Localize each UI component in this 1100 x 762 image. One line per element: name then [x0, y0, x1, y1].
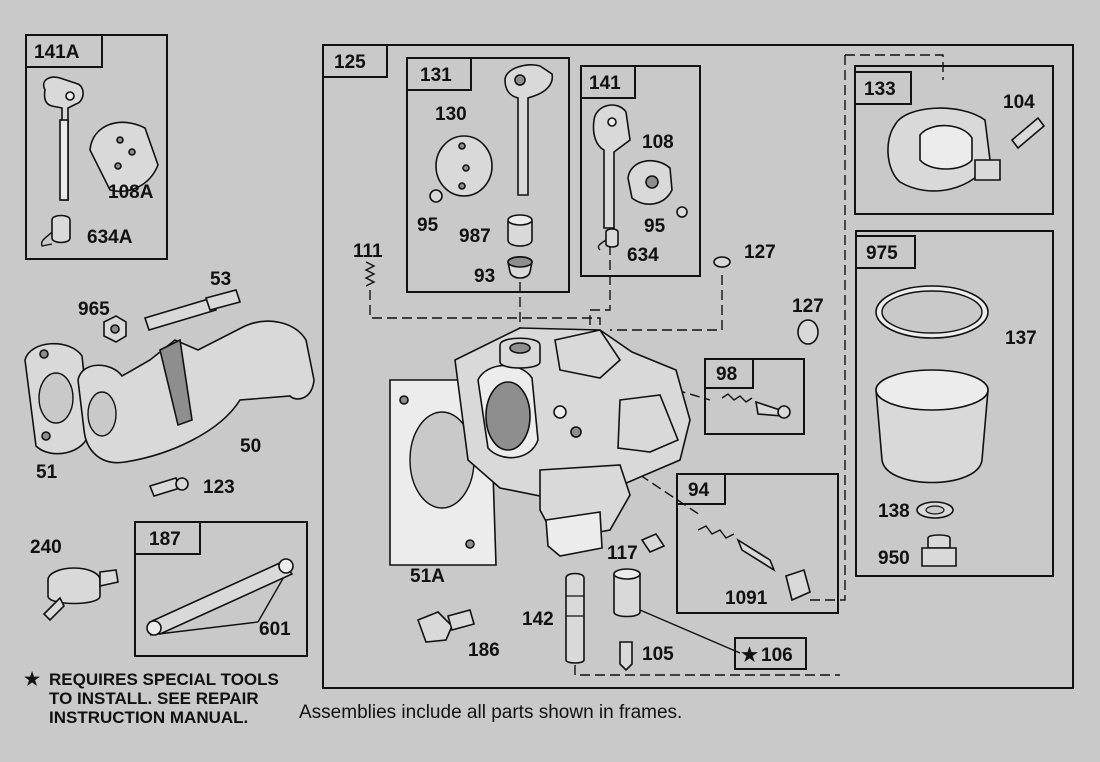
frame-131-label: 131 [420, 65, 452, 86]
label-123: 123 [203, 477, 235, 498]
label-108: 108 [642, 132, 674, 153]
part-108a-throttle-plate [89, 121, 159, 192]
special-tools-line-1: REQUIRES SPECIAL TOOLS [49, 670, 279, 689]
part-987-seal [507, 214, 533, 247]
part-104-pin [1010, 116, 1046, 150]
label-111: 111 [353, 241, 383, 262]
part-131-choke-shaft [504, 64, 554, 196]
frame-133-label: 133 [864, 79, 896, 100]
frame-131: 131 [406, 57, 570, 293]
label-95-b: 95 [644, 216, 666, 237]
label-93: 93 [474, 266, 495, 287]
part-142-nozzle [565, 572, 585, 664]
frame-141a-label: 141A [34, 42, 80, 63]
label-127-a: 127 [744, 242, 776, 263]
frame-125: 125 [322, 44, 1074, 689]
label-950: 950 [878, 548, 910, 569]
star-icon: ★ [24, 669, 41, 689]
frame-98-label: 98 [716, 364, 737, 385]
part-965-nut [103, 315, 127, 343]
part-141a-throttle-shaft [42, 76, 84, 201]
label-965: 965 [78, 299, 110, 320]
part-98-idle-screw [721, 393, 791, 419]
label-601: 601 [259, 619, 291, 640]
frame-975-label: 975 [866, 243, 898, 264]
frame-94: 94 [676, 473, 839, 614]
label-186: 186 [468, 640, 500, 661]
label-117: 117 [607, 543, 638, 564]
label-634a: 634A [87, 227, 133, 248]
part-carburetor-body [454, 327, 691, 557]
part-108-throttle-plate [627, 159, 673, 205]
frame-187: 187 [134, 521, 308, 657]
frame-94-label: 94 [688, 480, 710, 501]
label-105: 105 [642, 644, 674, 665]
label-51a: 51A [410, 566, 445, 587]
special-tools-line-3: INSTRUCTION MANUAL. [49, 708, 249, 727]
label-142: 142 [522, 609, 554, 630]
part-137-gasket [875, 285, 989, 339]
part-95-screw-a [429, 189, 443, 203]
label-987: 987 [459, 226, 491, 247]
part-111-spring [364, 261, 376, 287]
part-93-bushing [507, 255, 533, 279]
label-1091: 1091 [725, 588, 768, 609]
part-105-needle [619, 641, 633, 672]
label-138: 138 [878, 501, 910, 522]
part-106-seat [613, 568, 641, 618]
part-133-float [887, 107, 1001, 192]
part-141-throttle-shaft [592, 104, 631, 229]
label-108a: 108A [108, 182, 154, 203]
frame-187-label: 187 [149, 529, 181, 550]
part-138-washer [916, 501, 954, 519]
label-240: 240 [30, 537, 62, 558]
part-53-stud [143, 289, 242, 331]
frame-141: 141 [580, 65, 701, 277]
label-50: 50 [240, 436, 261, 457]
part-186-fitting [416, 609, 475, 643]
part-123-screw [148, 477, 189, 497]
part-127-plug-a [713, 256, 731, 268]
part-50-manifold [77, 320, 315, 464]
label-104: 104 [1003, 92, 1035, 113]
part-117-plug [640, 533, 666, 553]
part-634a-spring [40, 214, 71, 247]
label-51: 51 [36, 462, 58, 483]
part-601-line-clamp [146, 558, 294, 636]
label-95-a: 95 [417, 215, 439, 236]
part-bowl [875, 369, 989, 484]
part-240-pump [42, 567, 119, 622]
frame-975: 975 [855, 230, 1054, 577]
frame-141-label: 141 [589, 73, 621, 94]
frame-106: ★ 106 [734, 637, 807, 670]
part-127-plug-b [797, 319, 819, 345]
part-95-screw-b [676, 206, 688, 218]
frame-141a: 141A [25, 34, 168, 260]
special-tool-star: ★ [741, 645, 758, 666]
frame-106-label: 106 [761, 645, 793, 666]
part-130-choke-plate [435, 135, 493, 197]
part-950-bowl-nut [921, 534, 957, 567]
label-137: 137 [1005, 328, 1037, 349]
label-130: 130 [435, 104, 467, 125]
label-53: 53 [210, 269, 231, 290]
frame-98: 98 [704, 358, 805, 435]
frame-125-label: 125 [334, 52, 366, 73]
part-51-gasket [24, 342, 91, 455]
part-634-spring [597, 228, 619, 251]
frame-133: 133 [854, 65, 1054, 215]
label-634: 634 [627, 245, 659, 266]
special-tools-line-2: TO INSTALL. SEE REPAIR [49, 689, 259, 708]
part-94-mixture-screw [697, 525, 811, 602]
special-tools-note: ★ REQUIRES SPECIAL TOOLS TO INSTALL. SEE… [24, 669, 279, 728]
label-127-b: 127 [792, 296, 824, 317]
assemblies-note: Assemblies include all parts shown in fr… [299, 702, 683, 723]
